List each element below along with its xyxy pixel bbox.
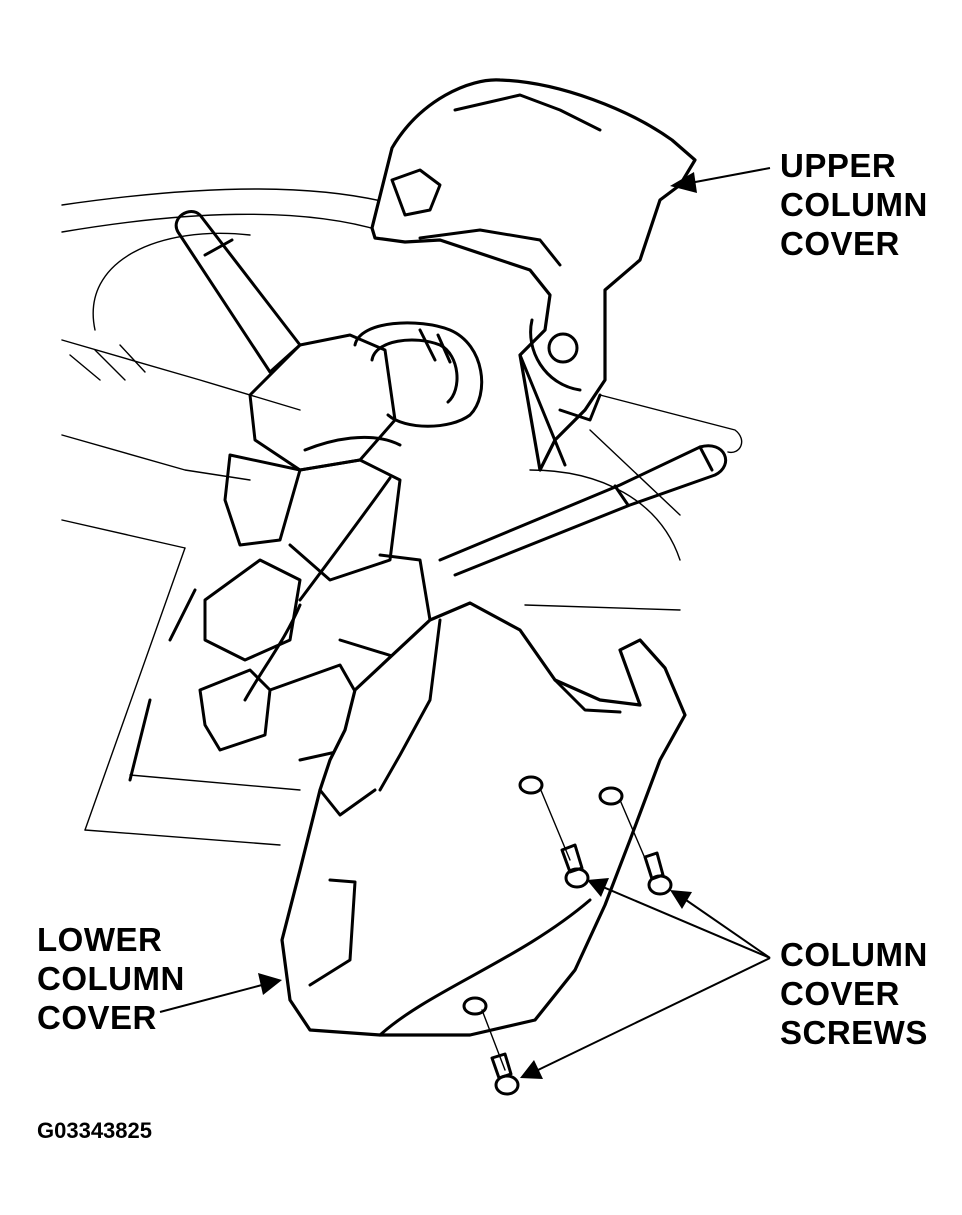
- screw-1: [560, 843, 590, 889]
- wiper-switch-stalk: [438, 444, 728, 577]
- turn-signal-stalk: [174, 209, 302, 374]
- upper-column-cover-label: UPPER COLUMN COVER: [780, 146, 928, 263]
- column-cover-screws: [490, 843, 673, 1096]
- leader-arrows: [159, 167, 771, 1079]
- figure-id: G03343825: [37, 1118, 152, 1143]
- screws-label-line-2: COVER: [780, 975, 900, 1012]
- screw-3: [490, 1052, 520, 1096]
- column-cover-screws-label: COLUMN COVER SCREWS: [780, 935, 928, 1052]
- lower-label-line-2: COLUMN: [37, 960, 185, 997]
- screws-label-line-1: COLUMN: [780, 936, 928, 973]
- upper-column-cover: [370, 78, 697, 472]
- lower-label-line-1: LOWER: [37, 921, 163, 958]
- lower-column-cover-label: LOWER COLUMN COVER: [37, 920, 185, 1037]
- screw-2: [643, 851, 673, 896]
- upper-label-line-2: COLUMN: [780, 186, 928, 223]
- combination-switch-body: [128, 321, 484, 782]
- dashboard-outline: [61, 188, 743, 846]
- screws-label-line-3: SCREWS: [780, 1014, 928, 1051]
- lower-column-cover: [280, 601, 687, 1071]
- upper-label-line-3: COVER: [780, 225, 900, 262]
- lower-label-line-3: COVER: [37, 999, 157, 1036]
- upper-label-line-1: UPPER: [780, 147, 897, 184]
